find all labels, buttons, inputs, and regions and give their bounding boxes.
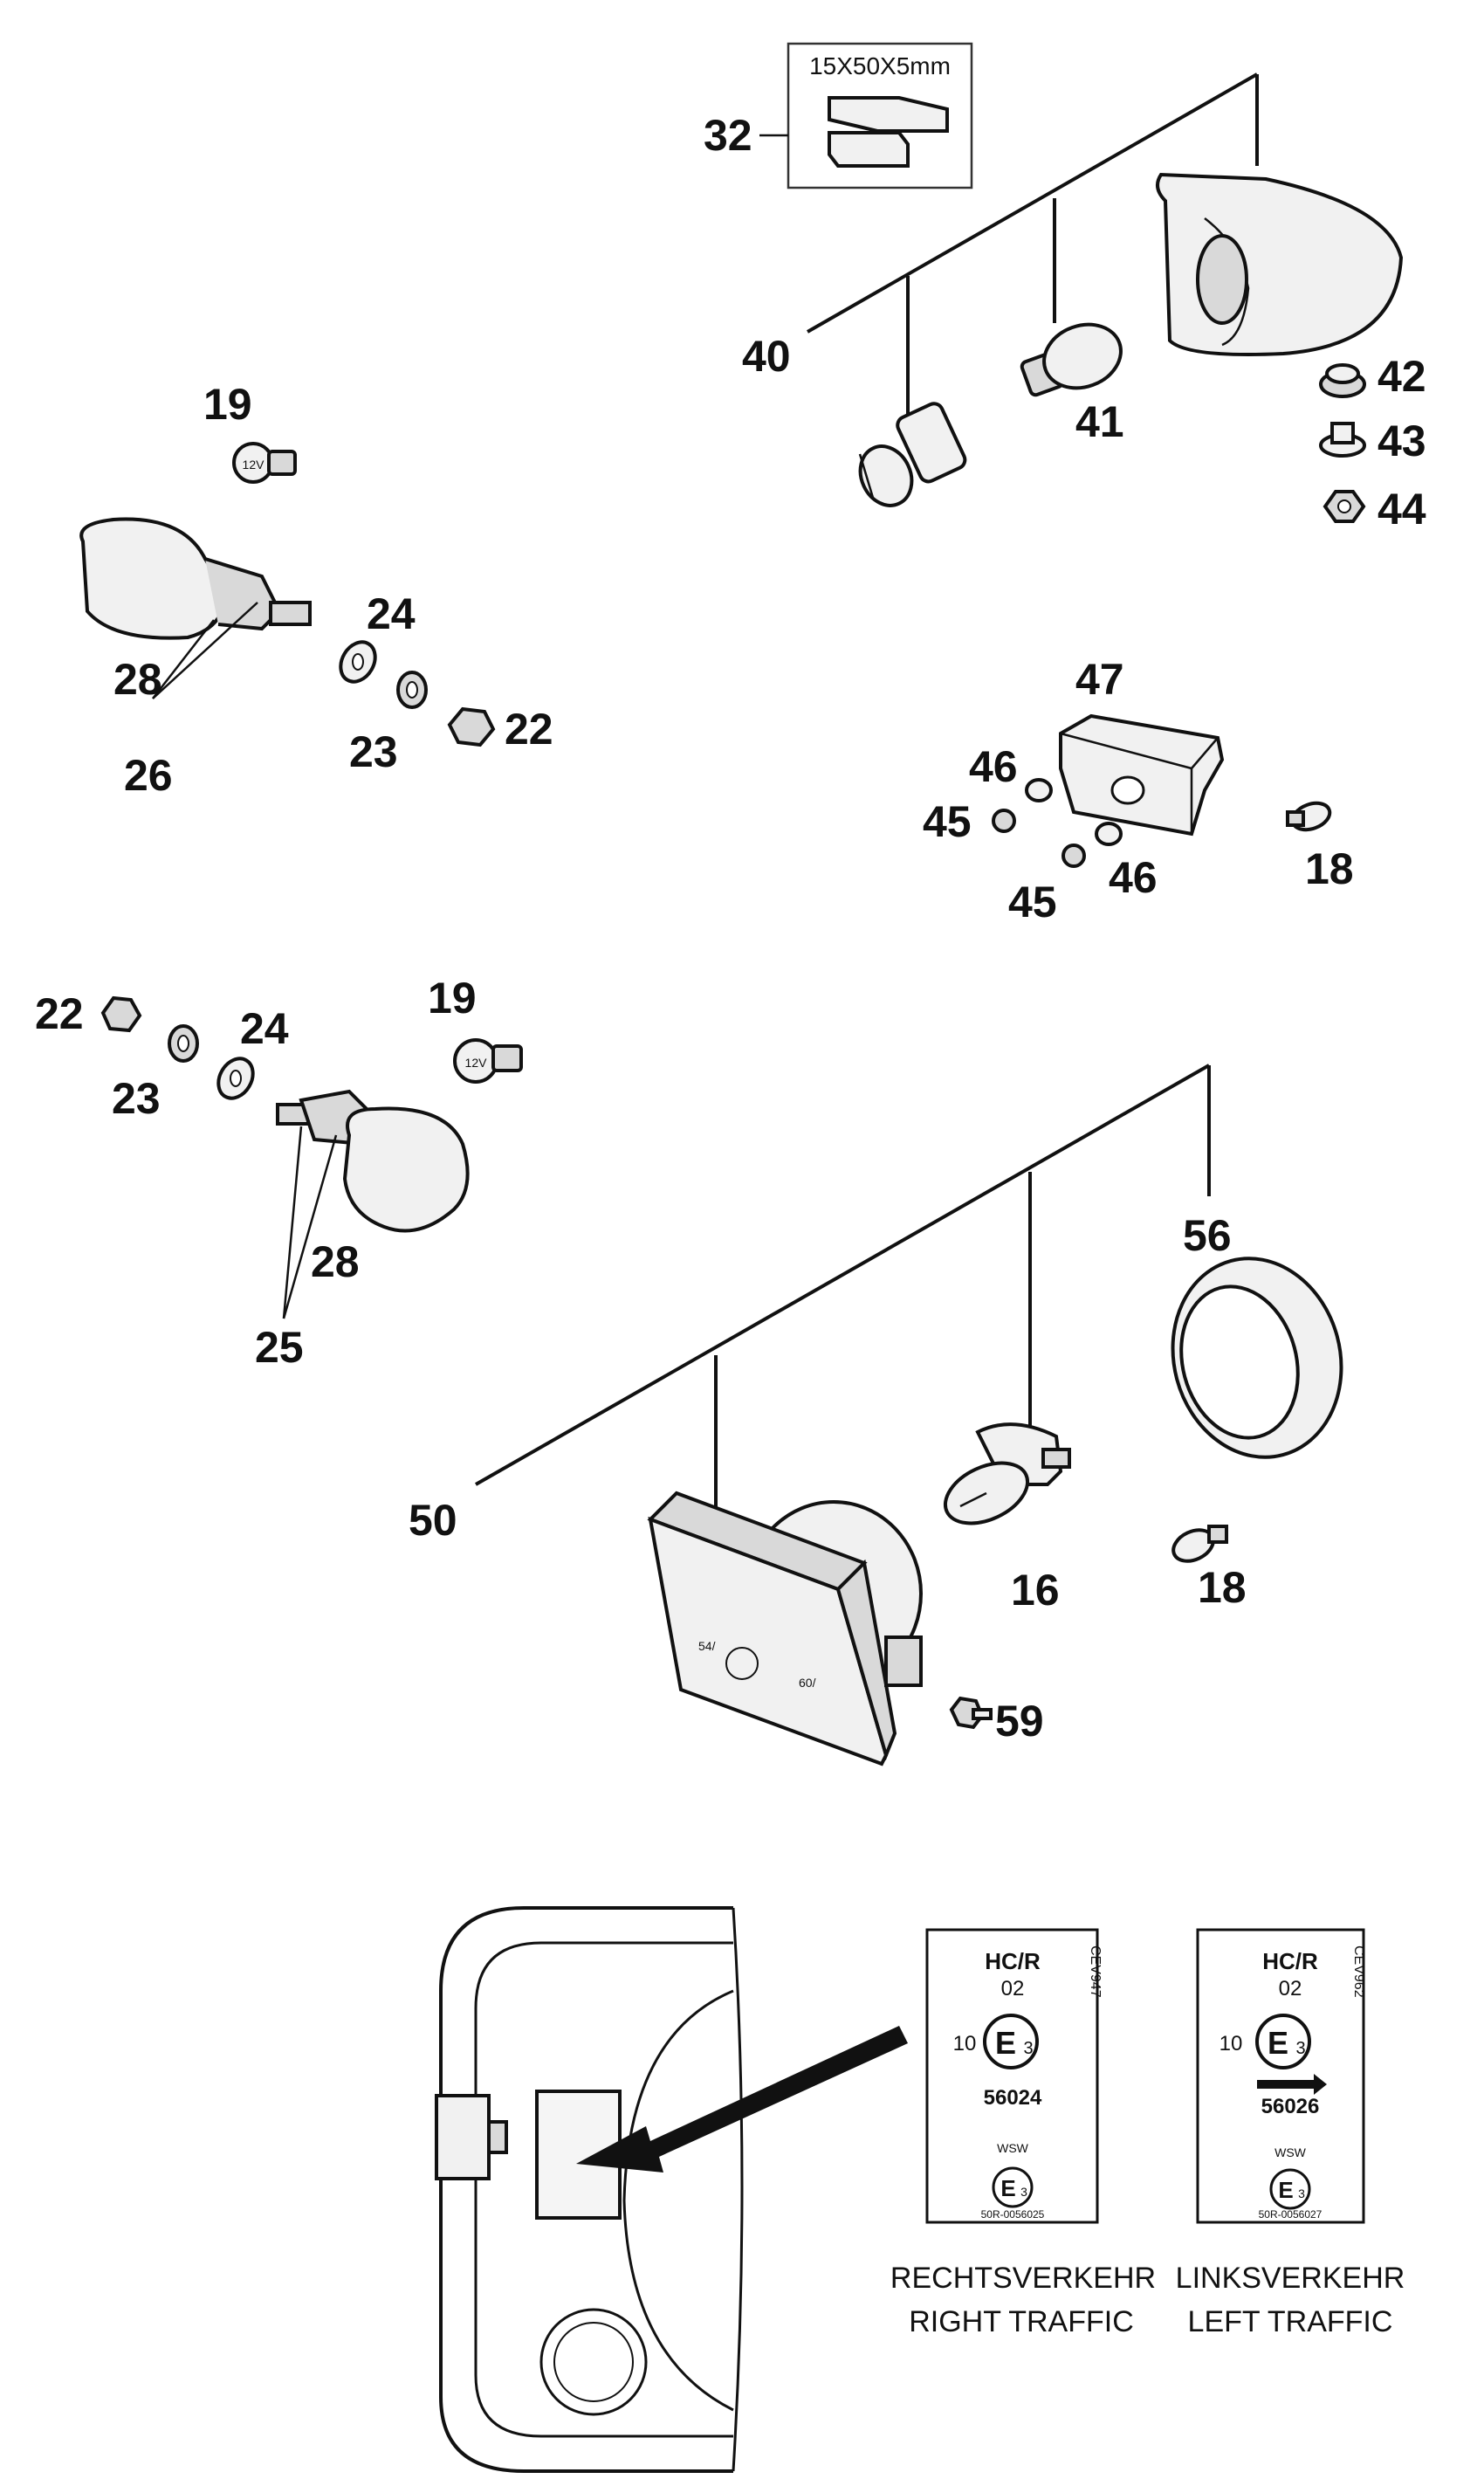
callout-25: 25 (255, 1323, 304, 1372)
callout-19-top: 19 (203, 380, 252, 429)
taillight-group (807, 72, 1404, 507)
callout-44: 44 (1378, 485, 1426, 534)
headlight-bulb (943, 1422, 1071, 1525)
callout-28-top: 28 (113, 655, 162, 704)
svg-text:12V: 12V (465, 1056, 488, 1070)
svg-text:54/: 54/ (698, 1639, 716, 1653)
callout-47: 47 (1075, 655, 1124, 704)
caption-left-en: LEFT TRAFFIC (1188, 2305, 1393, 2338)
caption-right-de: RECHTSVERKEHR (890, 2262, 1156, 2295)
foam-pad-box: 15X50X5mm (759, 42, 973, 189)
svg-text:HC/R: HC/R (1262, 1948, 1318, 1974)
callout-42: 42 (1378, 352, 1426, 401)
callout-40: 40 (742, 332, 791, 381)
callout-18-top: 18 (1305, 844, 1354, 893)
svg-text:02: 02 (1001, 1977, 1025, 2000)
svg-text:E: E (995, 2025, 1016, 2061)
rubber-grommet (1319, 363, 1366, 398)
turn-signal-bulb-mid: 12V (453, 1038, 523, 1084)
callout-16: 16 (1011, 1566, 1060, 1615)
spacer-bushing (1319, 422, 1366, 458)
washer-top (339, 640, 377, 684)
callout-22-mid: 22 (35, 989, 84, 1038)
callout-46-bottom: 46 (1109, 853, 1158, 902)
svg-text:56024: 56024 (984, 2086, 1042, 2110)
hex-nut (1323, 490, 1366, 523)
svg-text:CEV962: CEV962 (1351, 1945, 1366, 1998)
svg-text:E: E (1268, 2025, 1288, 2061)
nut-45a (992, 809, 1016, 833)
svg-text:3: 3 (1023, 2039, 1033, 2058)
callout-24-mid: 24 (240, 1004, 289, 1053)
headlight-detail (435, 1906, 908, 2473)
nut-45b (1061, 844, 1086, 868)
callout-56: 56 (1183, 1211, 1232, 1260)
svg-text:E: E (1278, 2177, 1293, 2203)
svg-text:50R-0056025: 50R-0056025 (981, 2208, 1045, 2221)
callout-28-mid: 28 (311, 1237, 360, 1286)
svg-text:56026: 56026 (1261, 2095, 1320, 2118)
callout-19-mid: 19 (428, 974, 477, 1023)
foam-pad-2 (828, 131, 910, 168)
callout-22-top: 22 (505, 705, 553, 754)
svg-text:3: 3 (1298, 2186, 1305, 2200)
turn-signal-mid (276, 1089, 470, 1233)
svg-text:60/: 60/ (799, 1676, 816, 1690)
callout-45-top: 45 (923, 797, 972, 846)
svg-text:WSW: WSW (997, 2141, 1029, 2155)
svg-text:02: 02 (1279, 1977, 1302, 2000)
callout-46-top: 46 (969, 742, 1018, 791)
headlight-ring (1171, 1257, 1343, 1459)
svg-text:E: E (1000, 2175, 1015, 2201)
tail-bulb (1020, 322, 1123, 397)
screw-59 (949, 1696, 993, 1730)
caption-left-de: LINKSVERKEHR (1176, 2262, 1405, 2295)
callout-23-mid: 23 (112, 1074, 161, 1123)
lock-nut-top (396, 671, 428, 709)
small-bulb-18-mid (1171, 1525, 1228, 1563)
washer-mid (216, 1057, 255, 1100)
svg-text:10: 10 (1219, 2032, 1243, 2056)
callout-43: 43 (1378, 417, 1426, 465)
washer-46a (1025, 778, 1053, 802)
callout-41: 41 (1075, 397, 1124, 446)
foam-pad-1 (828, 96, 949, 133)
svg-text:HC/R: HC/R (985, 1948, 1041, 1974)
svg-text:WSW: WSW (1274, 2145, 1307, 2159)
lock-nut-mid (168, 1024, 199, 1063)
svg-text:10: 10 (953, 2032, 977, 2056)
svg-text:3: 3 (1295, 2039, 1305, 2058)
svg-text:12V: 12V (243, 458, 265, 472)
turn-signal-bulb-top: 12V (232, 442, 297, 484)
callout-24-top: 24 (367, 589, 416, 638)
foam-pad-size: 15X50X5mm (809, 52, 951, 79)
bulb-socket (858, 402, 967, 507)
label-right-traffic: HC/R 02 10 E 3 56024 WSW E 3 50R-0056025… (890, 1928, 1156, 2338)
callout-59: 59 (995, 1697, 1044, 1746)
callout-50: 50 (409, 1496, 457, 1545)
callout-18-mid: 18 (1198, 1563, 1247, 1612)
callout-26: 26 (124, 751, 173, 800)
svg-text:50R-0056027: 50R-0056027 (1259, 2208, 1323, 2221)
label-left-traffic: HC/R 02 10 E 3 56026 WSW E 3 50R-0056027… (1176, 1928, 1405, 2338)
hex-nut-mid (100, 995, 142, 1033)
license-plate-light (1059, 713, 1225, 837)
headlight-group (475, 1064, 1211, 1532)
svg-text:3: 3 (1020, 2185, 1027, 2199)
svg-text:CEV947: CEV947 (1088, 1945, 1103, 1998)
caption-right-en: RIGHT TRAFFIC (909, 2305, 1134, 2338)
hex-nut-top (447, 706, 496, 747)
callout-45-bottom: 45 (1008, 878, 1057, 926)
washer-46b (1095, 822, 1123, 846)
turn-signal-top (79, 517, 312, 640)
callout-23-top: 23 (349, 727, 398, 776)
taillight-housing (1156, 172, 1404, 356)
headlight-unit: 54/ 60/ (647, 1491, 923, 1766)
callout-32: 32 (704, 111, 752, 160)
small-bulb-18-top (1286, 801, 1332, 832)
